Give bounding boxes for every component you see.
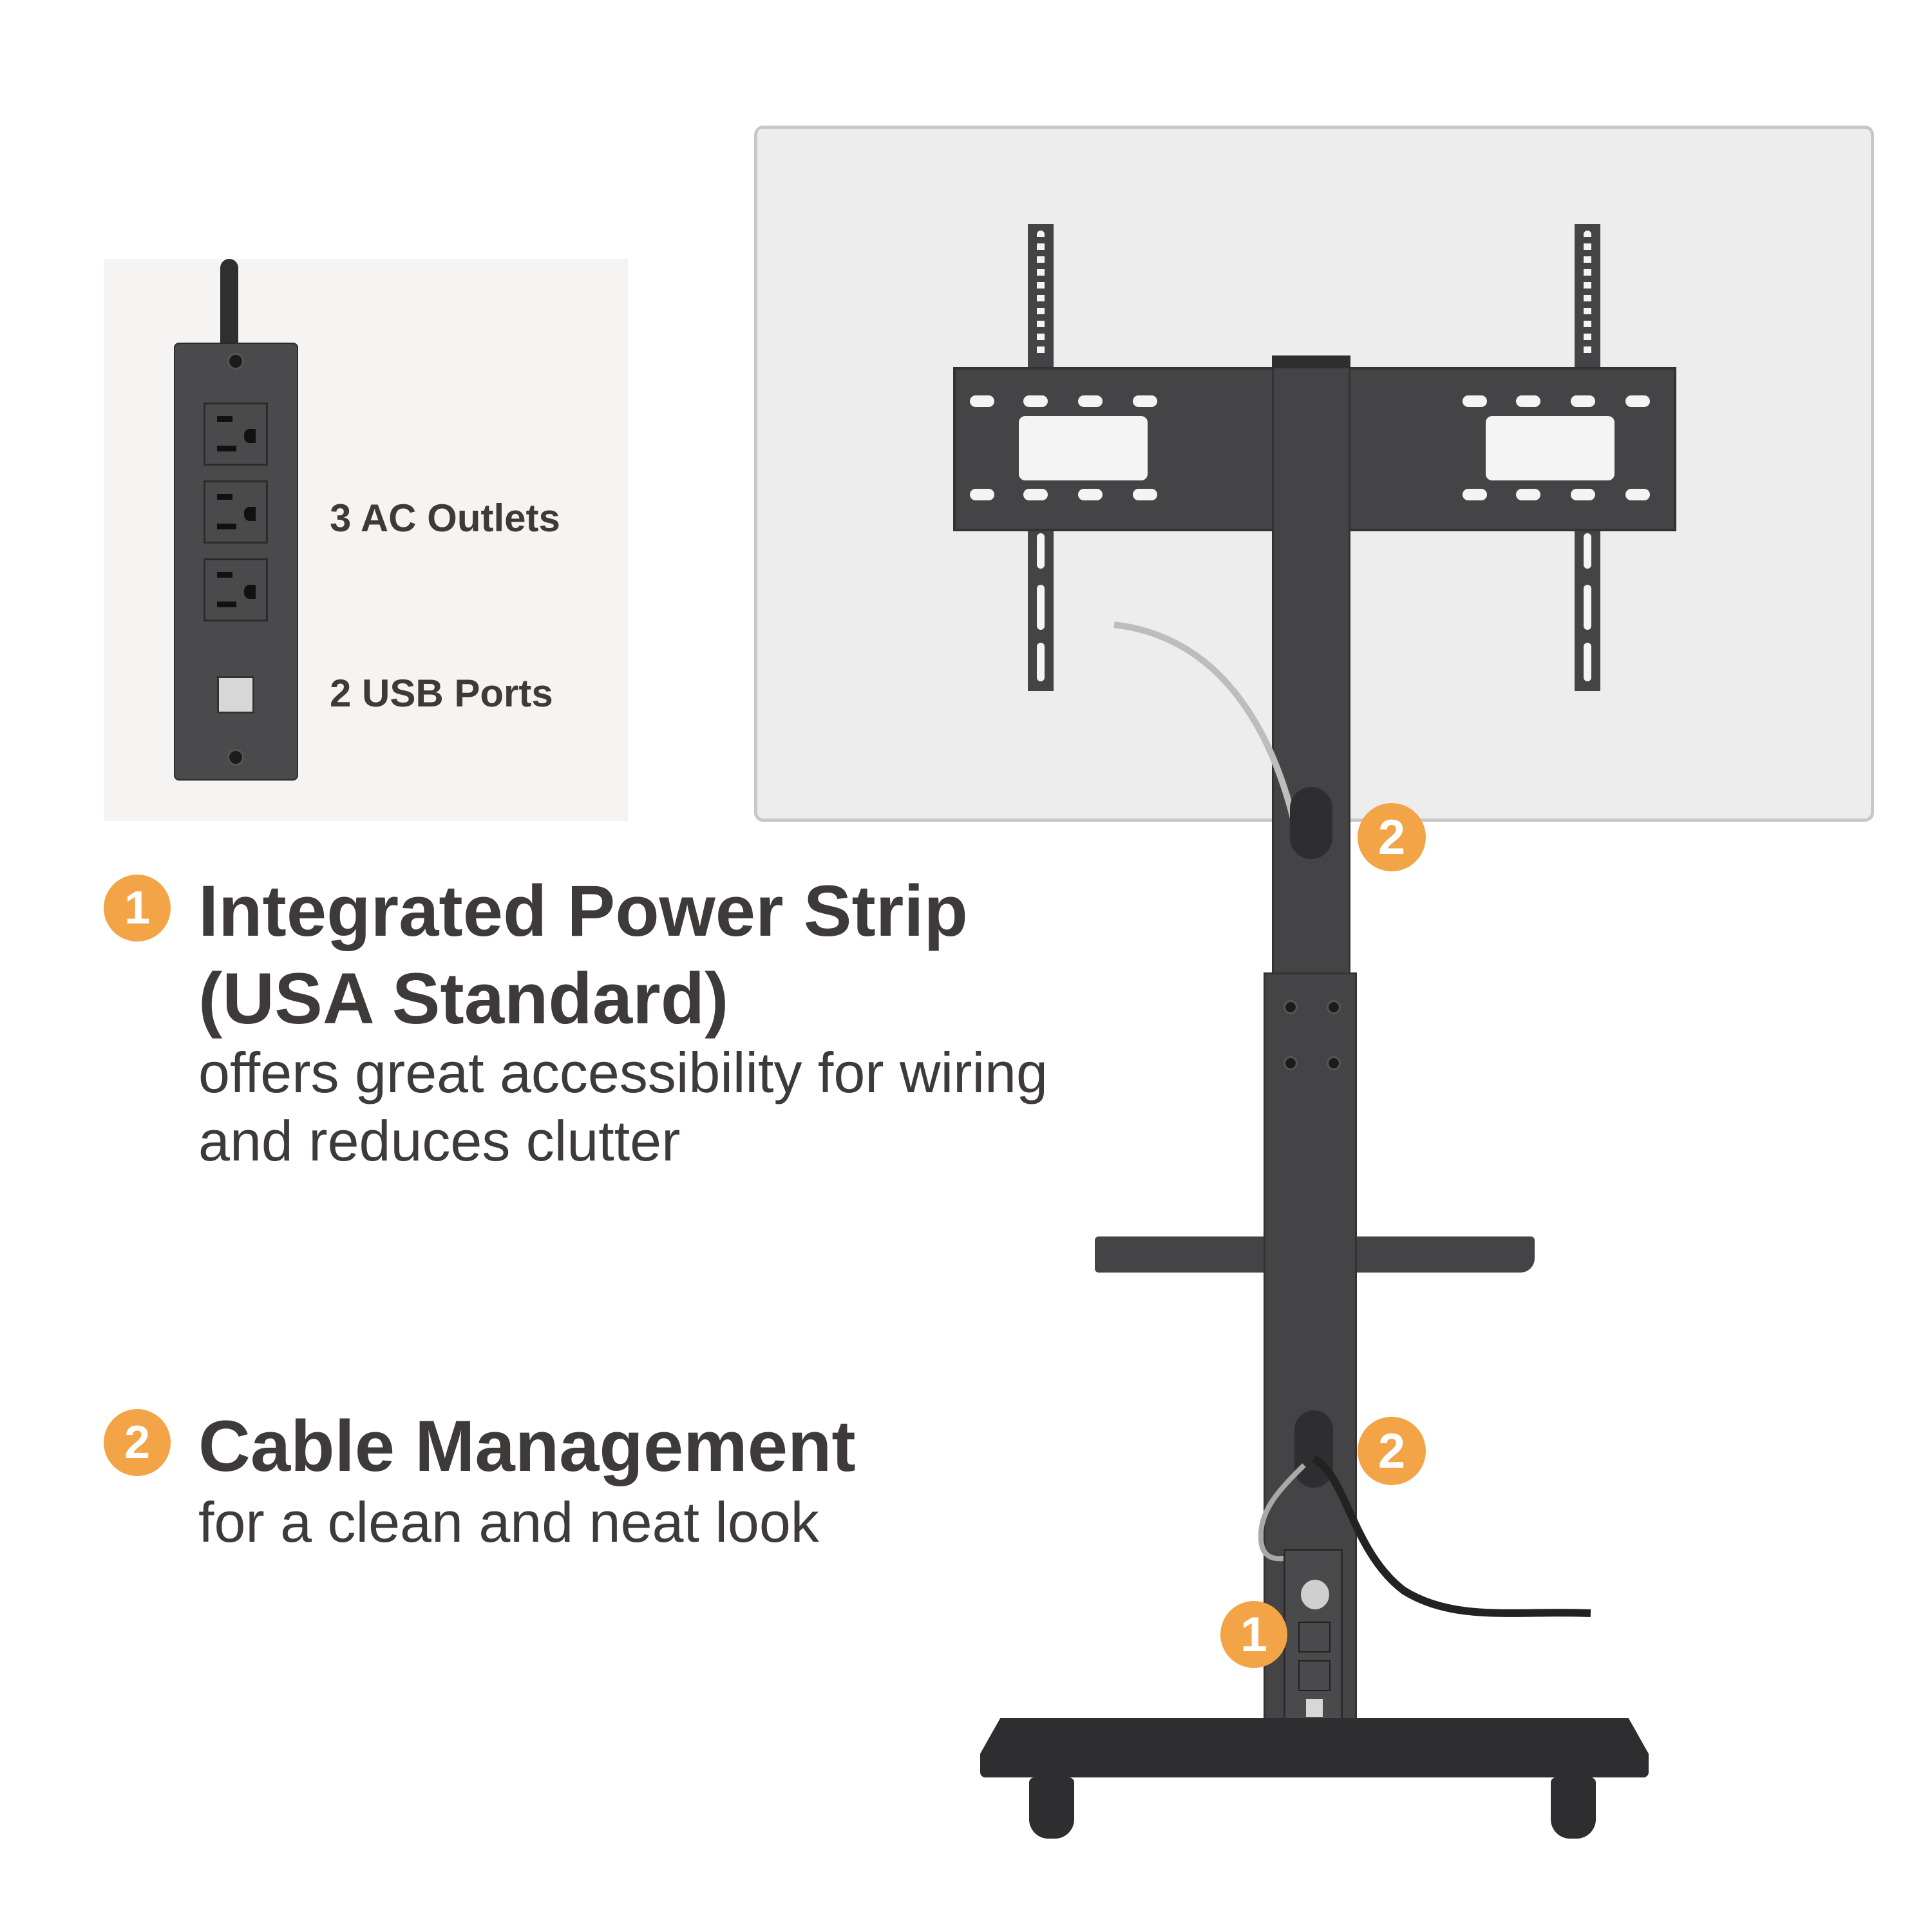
stand-upper-column (1272, 355, 1350, 979)
feature-title: Integrated Power Strip (198, 871, 968, 951)
column-segment (1264, 1224, 1357, 1288)
column-power-strip (1283, 1549, 1343, 1732)
plug-icon (1301, 1580, 1329, 1609)
screw-icon (227, 353, 244, 370)
caster-wheel (1551, 1777, 1596, 1839)
feature-number-badge: 1 (104, 875, 171, 942)
callout-badge: 2 (1358, 1417, 1426, 1485)
ac-outlet-icon (1298, 1622, 1331, 1653)
ac-outlet-icon (204, 480, 268, 544)
feature-title: Cable Management (198, 1406, 856, 1486)
power-cord (220, 259, 238, 344)
feature-description: for a clean and neat look (198, 1490, 819, 1554)
screw-icon (227, 749, 244, 766)
screw-icon (1327, 1000, 1341, 1014)
ac-outlet-icon (204, 558, 268, 621)
feature-description: and reduces clutter (198, 1109, 681, 1173)
stand-base (980, 1718, 1649, 1777)
upper-cable-grommet (1290, 787, 1332, 859)
callout-badge: 2 (1358, 803, 1426, 871)
caster-wheel (1029, 1777, 1074, 1839)
usb-port-icon (1306, 1699, 1323, 1717)
screw-icon (1283, 1000, 1298, 1014)
ac-outlet-icon (1298, 1660, 1331, 1691)
usb-port-icon (217, 676, 254, 714)
outlets-label: 3 AC Outlets (330, 497, 560, 540)
feature-title: (USA Standard) (198, 958, 729, 1039)
screw-icon (1283, 1056, 1298, 1070)
callout-badge: 1 (1220, 1601, 1287, 1668)
ac-outlet-icon (204, 402, 268, 466)
feature-description: offers great accessibility for wiring (198, 1041, 1048, 1104)
screw-icon (1327, 1056, 1341, 1070)
tv-cable (1113, 621, 1301, 838)
feature-number-badge: 2 (104, 1409, 171, 1476)
usb-label: 2 USB Ports (330, 672, 553, 715)
column-cap (1272, 355, 1350, 368)
